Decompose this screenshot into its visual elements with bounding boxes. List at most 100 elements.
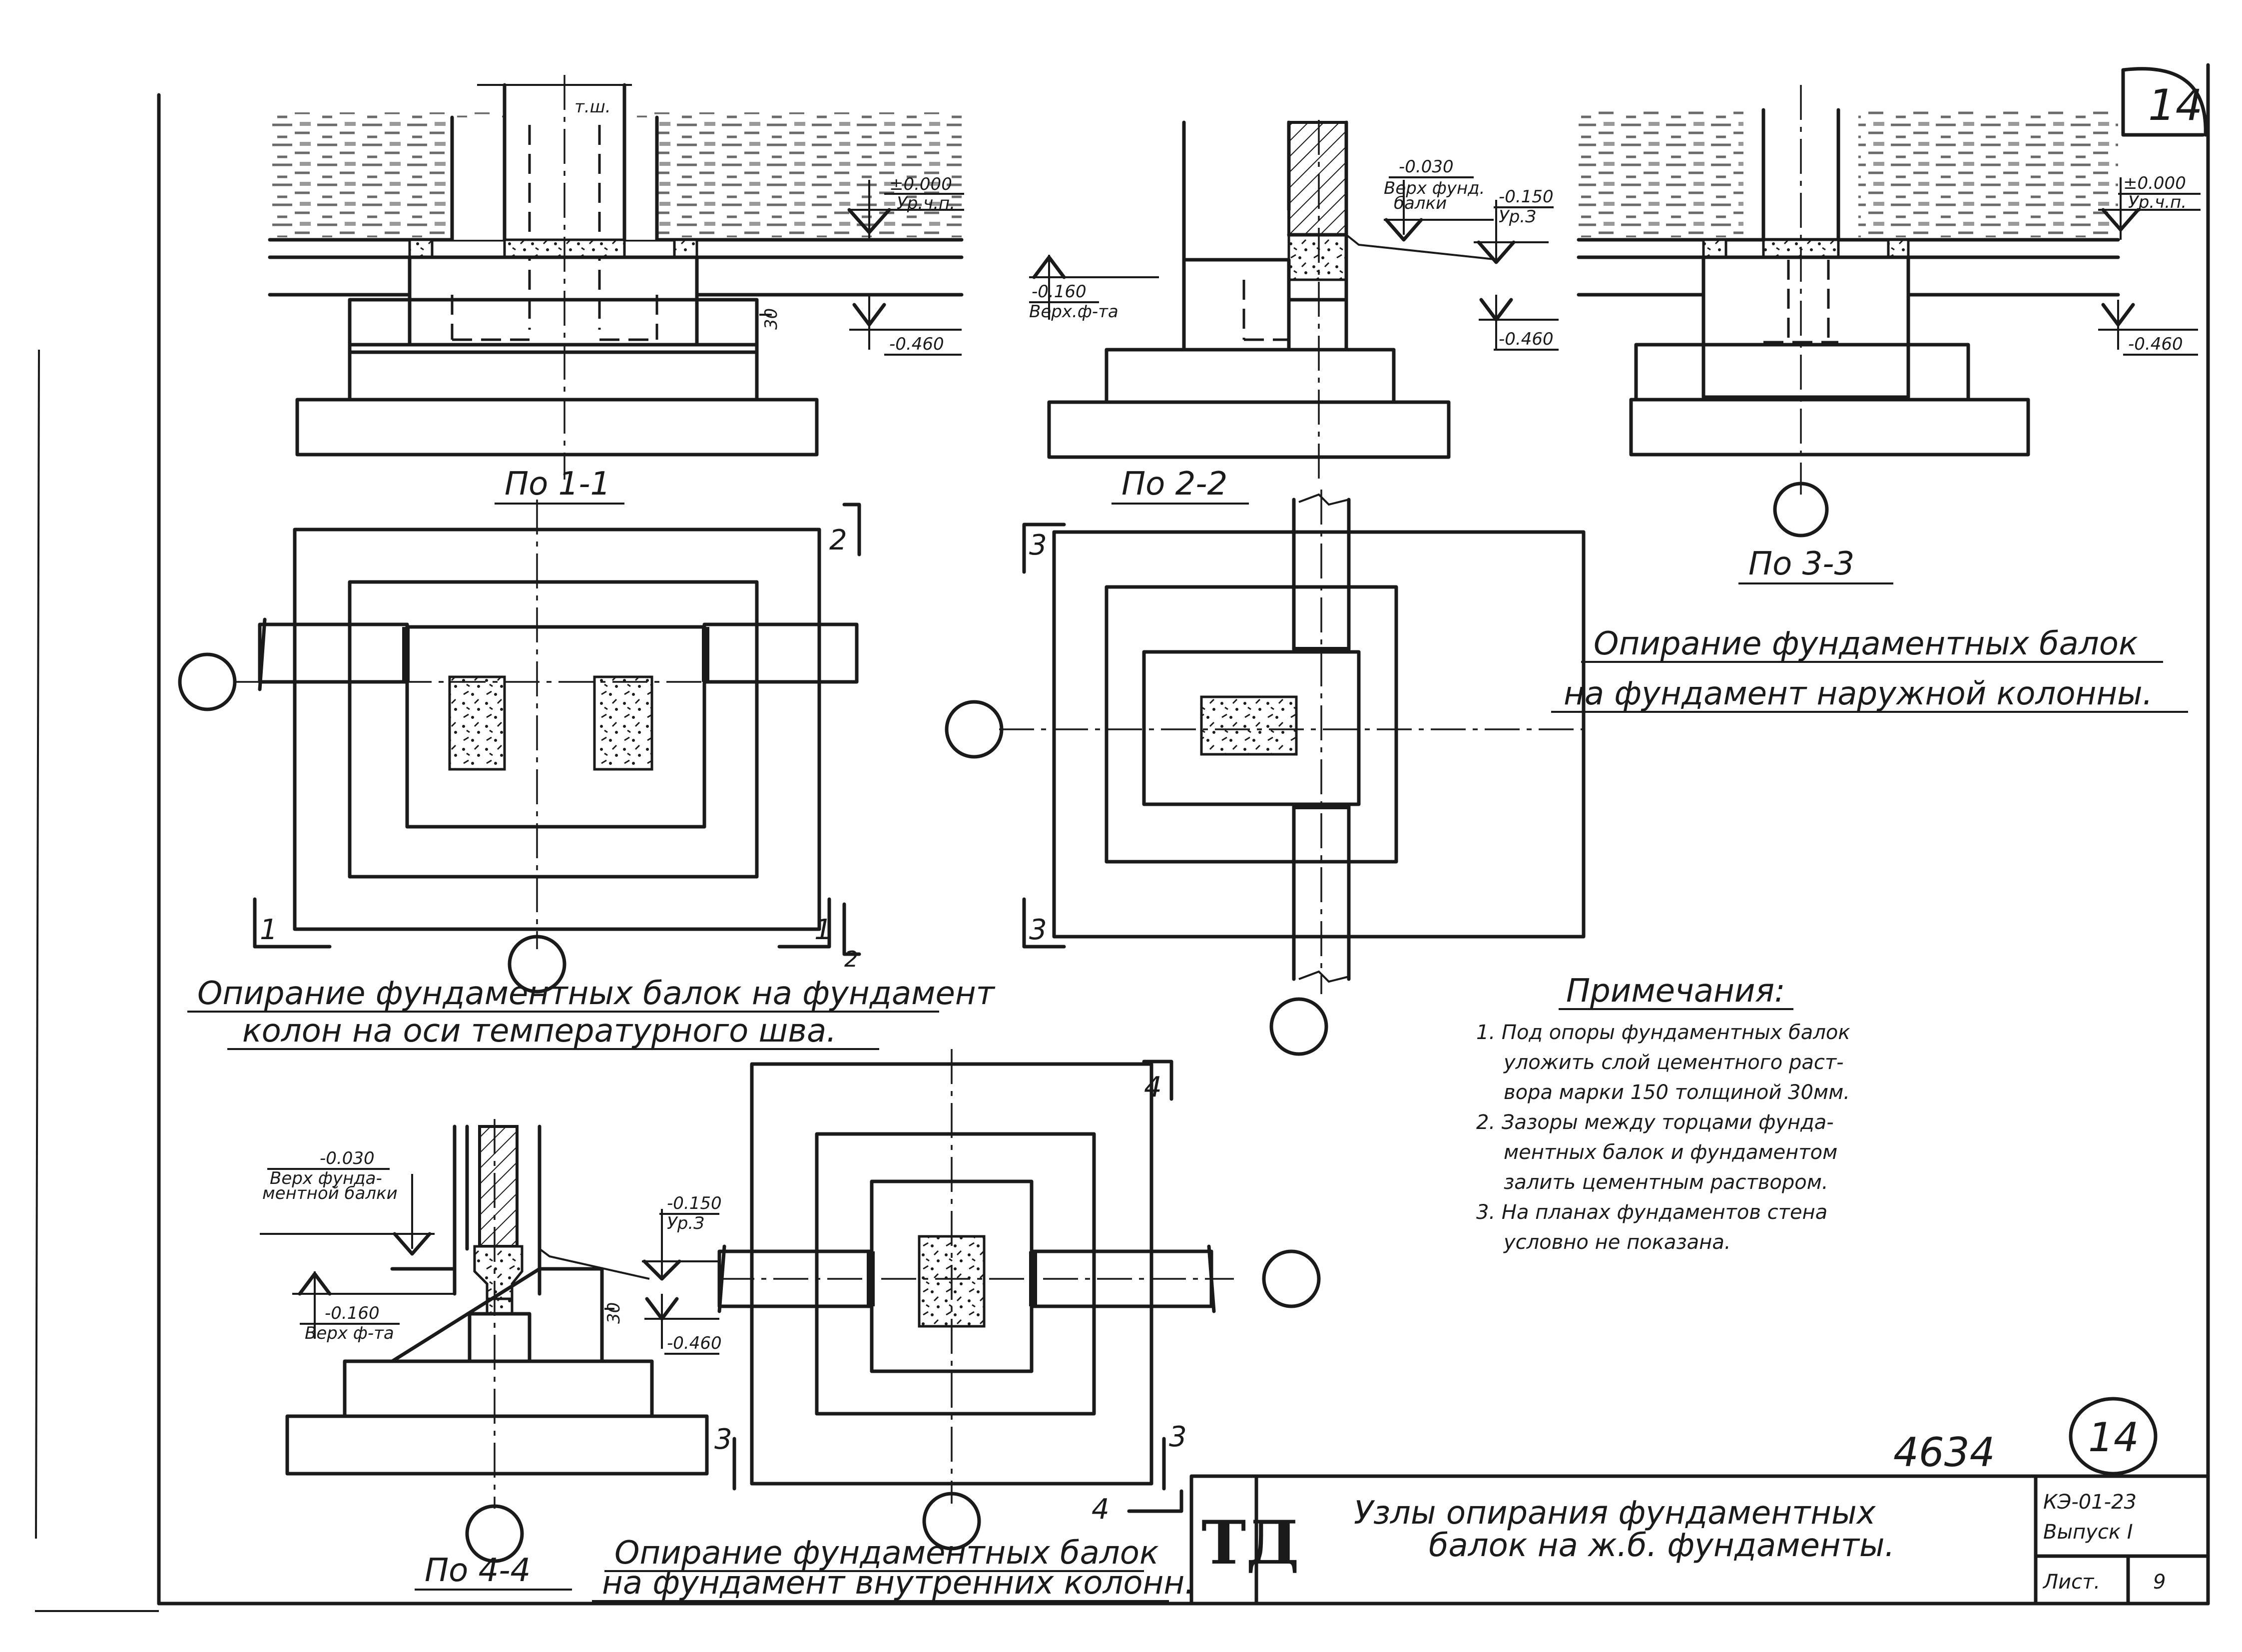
section-2-2: -0.030 Верх фунд. балки -0.150 Ур.З -0.1… [1029, 120, 1559, 505]
level-mark-ground-4: -0.150 Ур.З [642, 1193, 722, 1281]
section-1-1: т.ш. 30 ±0.000 Ур.ч.п. -0.460 По 1-1 [268, 75, 964, 505]
svg-text:-0.030: -0.030 [1399, 157, 1454, 177]
svg-text:Верх фунда-: Верх фунда- [270, 1168, 382, 1188]
caption-inner-line2: на фундамент внутренних колонн. [602, 1565, 1195, 1602]
thermal-joint-label: т.ш. [574, 97, 611, 117]
plan-inner-column: 4 3 3 4 Опирание фундаментных балок на ф… [592, 1049, 1321, 1602]
cut-mark-4-top: 4 [1142, 1060, 1173, 1103]
title-code: КЭ-01-23 [2043, 1491, 2137, 1514]
svg-text:Верх фунд.: Верх фунд. [1384, 178, 1485, 198]
title-line2: балок на ж.б. фундаменты. [1429, 1527, 1895, 1564]
svg-text:-0.150: -0.150 [667, 1193, 722, 1213]
caption-joint-line2: колон на оси температурного шва. [242, 1013, 837, 1050]
svg-text:Ур.ч.п.: Ур.ч.п. [2128, 192, 2187, 212]
level-mark-top: ±0.000 Ур.ч.п. [847, 174, 964, 240]
sheet-frame [35, 63, 2210, 1612]
title-block: ТД Узлы опирания фундаментных балок на ж… [1189, 1474, 2210, 1606]
caption-outer-line1: Опирание фундаментных балок [1594, 625, 2138, 662]
level-mark-beam-4: -0.030 Верх фунда- ментной балки [260, 1148, 435, 1256]
svg-text:2: 2 [829, 524, 847, 556]
note-line-4: 2. Зазоры между торцами фунда- [1476, 1111, 1834, 1134]
section-3-title: По 3-3 [1748, 546, 1854, 582]
archive-circle-number: 14 [2088, 1414, 2139, 1461]
cut-mark-3-top: 3 [1022, 523, 1066, 574]
svg-text:3: 3 [1029, 529, 1047, 561]
level-mark-bottom-2: -0.460 [1479, 295, 1559, 351]
note-line-2: уложить слой цементного раст- [1503, 1051, 1844, 1074]
svg-text:Ур.ч.п.: Ур.ч.п. [897, 193, 955, 213]
svg-text:1: 1 [260, 914, 278, 946]
title-line1: Узлы опирания фундаментных [1354, 1495, 1876, 1532]
plan-temperature-joint: 2 1 1 2 Опирание фундаментных балок на ф… [178, 500, 996, 1050]
section-4-title: По 4-4 [425, 1552, 531, 1589]
note-line-5: ментных балок и фундаментом [1504, 1141, 1837, 1164]
sheet-label: Лист. [2042, 1571, 2100, 1594]
level-mark-bottom: -0.460 [849, 295, 962, 356]
archive-number: 4634 [1893, 1429, 1995, 1476]
svg-text:3: 3 [714, 1423, 732, 1456]
section-2-title: По 2-2 [1121, 466, 1227, 503]
axis-bubble-plan1-bottom [508, 935, 566, 994]
svg-text:-0.030: -0.030 [320, 1148, 375, 1168]
svg-text:Верх ф-та: Верх ф-та [305, 1323, 394, 1343]
level-mark-left: -0.160 Верх.ф-та [1029, 255, 1159, 322]
svg-text:1: 1 [814, 914, 832, 946]
cut-mark-1-left: 1 [253, 897, 332, 949]
level-mark-ground: -0.150 Ур.З [1474, 187, 1554, 264]
section-3-3: ±0.000 Ур.ч.п. -0.460 По 3-3 [1577, 85, 2201, 584]
caption-joint-line1: Опирание фундаментных балок на фундамент [197, 975, 996, 1012]
svg-text:-0.150: -0.150 [1499, 187, 1554, 207]
cut-mark-2-top: 2 [829, 503, 861, 556]
svg-text:-0.160: -0.160 [325, 1303, 380, 1323]
cut-mark-3-left: 3 [714, 1423, 736, 1491]
svg-text:3: 3 [1029, 914, 1047, 946]
svg-text:±0.000: ±0.000 [2123, 173, 2186, 193]
svg-text:-0.460: -0.460 [2128, 334, 2183, 354]
axis-bubble-plan3-bottom [922, 1492, 981, 1551]
svg-text:-0.160: -0.160 [1032, 282, 1087, 302]
svg-text:±0.000: ±0.000 [889, 174, 952, 194]
cut-mark-3-right: 3 [1162, 1421, 1187, 1491]
td-logo: ТД [1201, 1508, 1299, 1578]
level-mark-beam-top: -0.030 Верх фунд. балки [1384, 157, 1494, 242]
svg-text:4: 4 [1144, 1071, 1162, 1103]
section-4-4: 30 -0.030 Верх фунда- ментной балки -0.1… [260, 1119, 722, 1591]
corner-number-text: 14 [2148, 80, 2203, 130]
note-line-3: вора марки 150 толщиной 30мм. [1504, 1081, 1850, 1104]
level-mark-top-3: ±0.000 Ур.ч.п. [2098, 173, 2201, 240]
notes-heading: Примечания: [1566, 973, 1785, 1010]
cut-mark-1-right: 1 2 [777, 897, 861, 972]
axis-bubble-plan2-bottom [1269, 997, 1328, 1056]
note-line-7: 3. На планах фундаментов стена [1476, 1201, 1827, 1224]
level-mark-left-4: -0.160 Верх ф-та [292, 1271, 455, 1343]
section-1-title: По 1-1 [505, 466, 610, 503]
caption-outer-line2: на фундамент наружной колонны. [1564, 675, 2153, 712]
notes-block: Примечания: 1. Под опоры фундаментных ба… [1476, 973, 1850, 1254]
sheet-number: 9 [2153, 1571, 2166, 1594]
svg-text:Верх.ф-та: Верх.ф-та [1029, 302, 1119, 322]
level-mark-bottom-3: -0.460 [2098, 300, 2198, 356]
svg-text:балки: балки [1394, 193, 1447, 213]
note-line-1: 1. Под опоры фундаментных балок [1476, 1021, 1850, 1044]
svg-text:-0.460: -0.460 [667, 1333, 722, 1353]
cut-mark-4-bottom: 4 [1092, 1489, 1183, 1526]
level-mark-bottom-4: -0.460 [644, 1294, 722, 1355]
corner-sheet-number: 14 [2121, 67, 2208, 137]
svg-text:4: 4 [1092, 1493, 1110, 1526]
plan-outer-column: 3 3 Опирание фундаментных балок на фунда… [945, 490, 2188, 1056]
section1-dim: 30 [761, 308, 781, 330]
svg-text:Ур.З: Ур.З [1499, 207, 1536, 227]
caption-inner-line1: Опирание фундаментных балок [614, 1535, 1159, 1572]
cut-mark-3-bottom: 3 [1022, 897, 1066, 949]
axis-bubble-plan3-right [1262, 1249, 1321, 1308]
axis-bubble-plan2-left [945, 700, 1004, 759]
axis-bubble-3-3 [1773, 482, 1829, 538]
note-line-6: залить цементным раствором. [1504, 1171, 1828, 1194]
axis-bubble-plan1-left [178, 652, 237, 711]
svg-text:3: 3 [1169, 1421, 1187, 1453]
note-line-8: условно не показана. [1503, 1231, 1731, 1254]
svg-text:Ур.З: Ур.З [667, 1213, 704, 1233]
title-issue: Выпуск I [2043, 1521, 2133, 1544]
svg-text:2: 2 [844, 947, 858, 972]
